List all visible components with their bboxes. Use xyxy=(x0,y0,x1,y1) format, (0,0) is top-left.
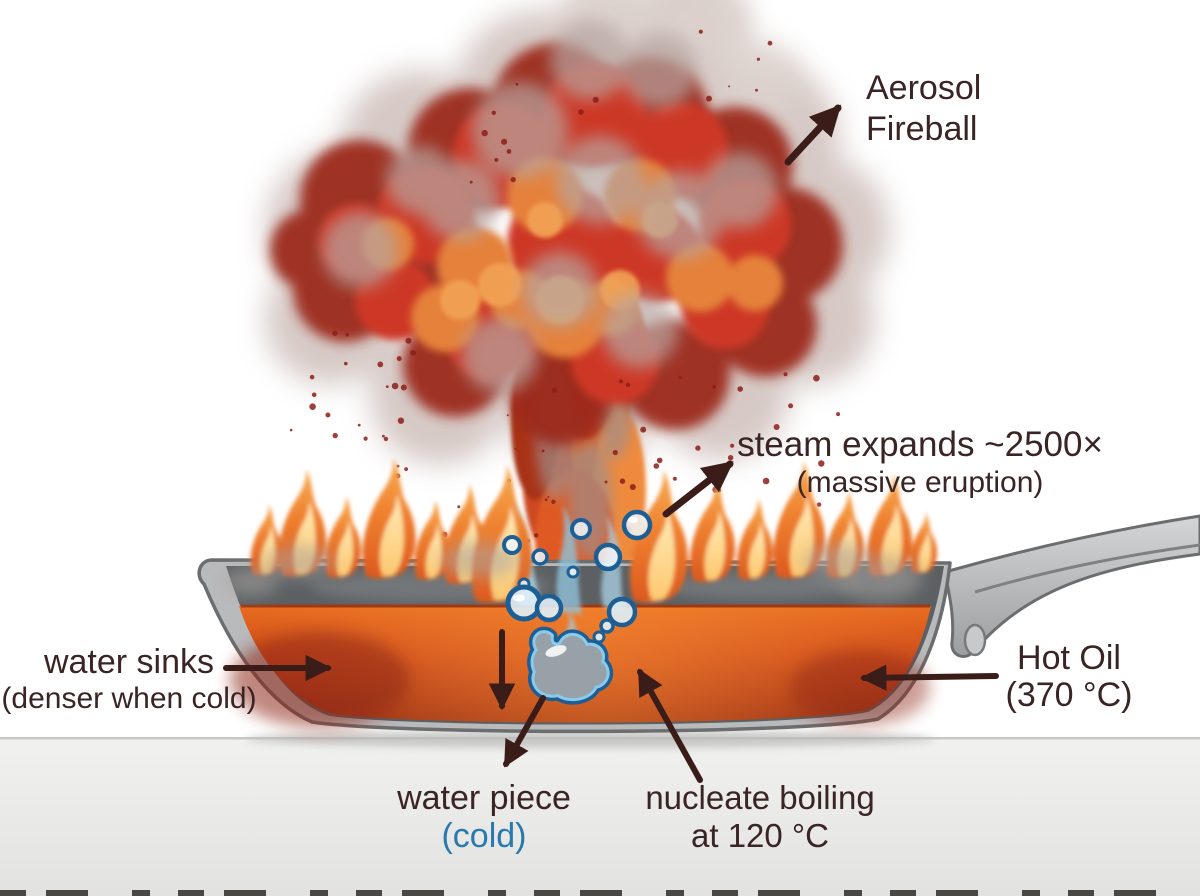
arrow-aerosol-fireball xyxy=(784,104,842,166)
arrow-hot-oil xyxy=(860,664,999,691)
fireball-smoke-swirls xyxy=(322,20,778,393)
rim-smoke xyxy=(222,542,922,600)
label-water-sinks: water sinks (denser when cold) xyxy=(0,644,260,715)
label-text: Aerosol xyxy=(866,69,982,107)
label-text-cold: (cold) xyxy=(441,817,527,855)
frying-pan-handle xyxy=(943,514,1200,658)
label-text: (denser when cold) xyxy=(1,682,257,715)
countertop xyxy=(0,730,1200,896)
steam-bubbles xyxy=(502,509,653,644)
arrow-nucleate-boiling xyxy=(637,668,703,783)
arrow-water-piece xyxy=(503,695,546,768)
label-text: steam expands ~2500× xyxy=(737,425,1103,464)
label-text: nucleate boiling xyxy=(645,779,875,816)
arrow-steam-expands xyxy=(662,460,734,518)
label-water-piece: water piece (cold) xyxy=(381,779,587,855)
label-steam-expands: steam expands ~2500× (massive eruption) xyxy=(650,426,1190,500)
label-text: water sinks xyxy=(43,643,215,681)
label-text: (massive eruption) xyxy=(796,466,1044,499)
handle-rivet xyxy=(963,623,987,657)
label-text: Hot Oil xyxy=(1017,639,1121,677)
label-aerosol-fireball: Aerosol Fireball xyxy=(866,68,981,150)
label-text: (370 °C) xyxy=(1005,676,1133,714)
label-nucleate-boiling: nucleate boiling at 120 °C xyxy=(628,779,892,855)
label-text: water piece xyxy=(397,779,571,817)
label-text: at 120 °C xyxy=(691,817,829,854)
label-text: Fireball xyxy=(866,110,978,148)
annotation-arrows xyxy=(223,104,999,783)
water-droplet xyxy=(527,626,614,705)
bottom-crop-marks xyxy=(0,890,1200,896)
label-hot-oil: Hot Oil (370 °C) xyxy=(966,640,1172,714)
